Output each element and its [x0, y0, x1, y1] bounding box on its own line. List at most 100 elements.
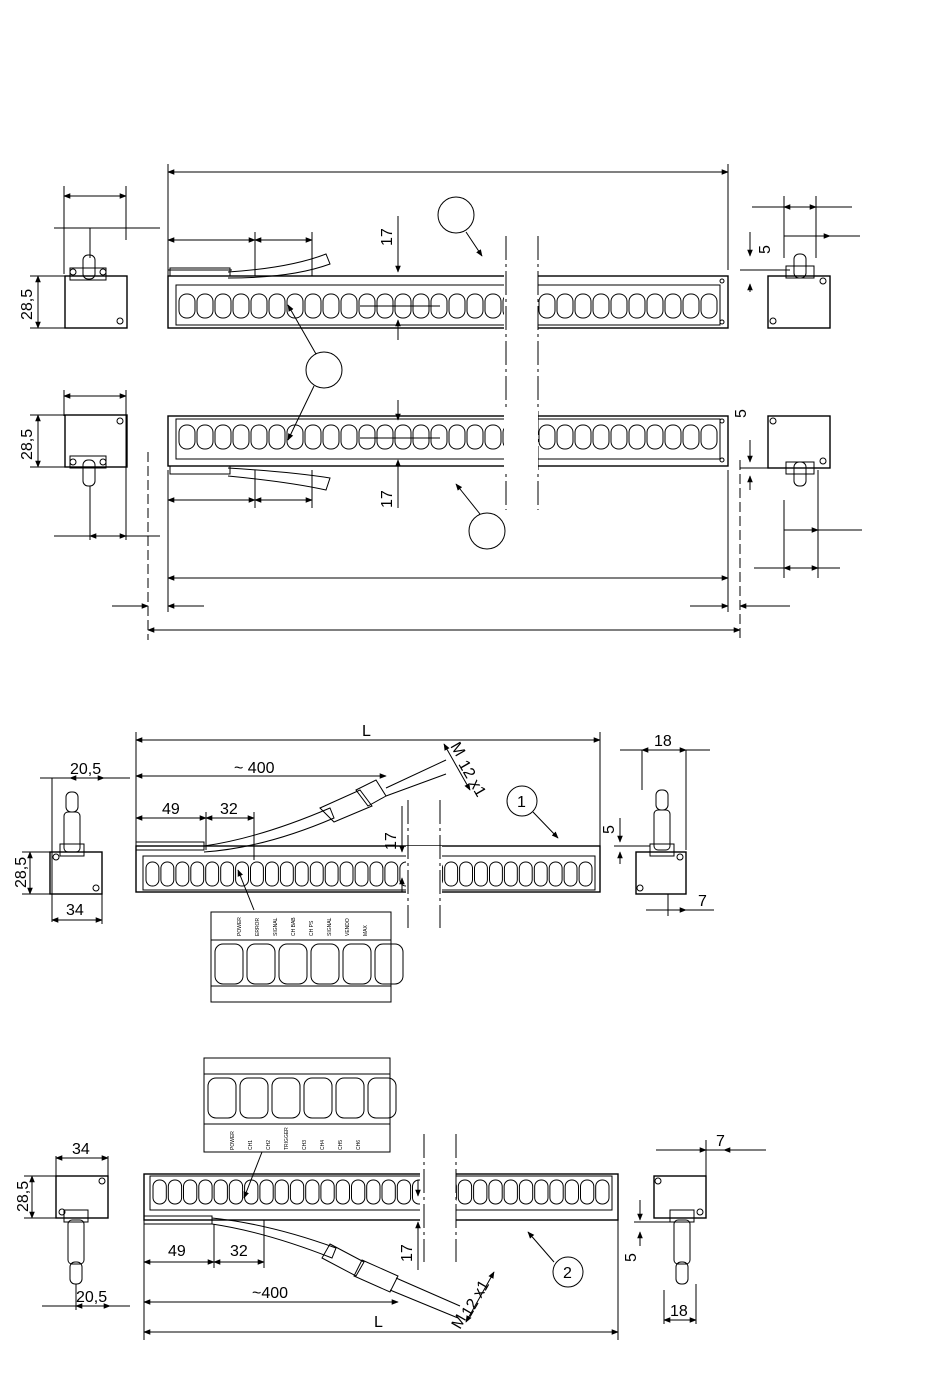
- led-lens: [275, 1180, 288, 1204]
- led-lens: [474, 1180, 487, 1204]
- end-cap-right-3: 7 5 18: [623, 1133, 766, 1324]
- dim-28-5-bottom: 28,5: [19, 429, 36, 460]
- dim-7-2: 7: [698, 893, 707, 910]
- dim-cable-thread-3: 12 x1: [459, 1278, 493, 1320]
- detail-label: ERROR: [255, 918, 261, 936]
- dim-7-3: 7: [716, 1133, 725, 1150]
- led-lens: [161, 862, 174, 886]
- detail-label: CH1: [248, 1140, 254, 1150]
- dim-28-5-top: 28,5: [19, 289, 36, 320]
- led-lens: [489, 1180, 502, 1204]
- led-lens: [336, 1180, 349, 1204]
- dim-17-bottom: 17: [379, 490, 396, 508]
- led-lens: [215, 294, 231, 318]
- led-lens: [367, 1180, 380, 1204]
- led-lens: [449, 425, 465, 449]
- led-lens: [377, 425, 393, 449]
- led-lens: [341, 425, 357, 449]
- dim-17-3: 17: [399, 1244, 416, 1262]
- led-lens: [475, 862, 488, 886]
- led-lens: [449, 294, 465, 318]
- dim-5-2: 5: [601, 825, 618, 834]
- led-lens-detail: [208, 1078, 236, 1118]
- led-lens: [593, 425, 609, 449]
- led-lens: [557, 294, 573, 318]
- led-lens: [287, 294, 303, 318]
- led-lens: [647, 425, 663, 449]
- section-2: L ~ 400 49 32: [13, 723, 714, 1002]
- led-lens: [310, 862, 323, 886]
- led-lens: [269, 294, 285, 318]
- led-lens: [355, 862, 368, 886]
- led-lens: [206, 862, 219, 886]
- led-lens-detail: [304, 1078, 332, 1118]
- end-cap-left-top: 28,5: [19, 186, 160, 328]
- end-cap-right-2: 18 5 7: [601, 733, 714, 916]
- detail-label: CH6: [356, 1140, 362, 1150]
- led-lens: [184, 1180, 197, 1204]
- led-lens: [575, 425, 591, 449]
- detail-label: SIGNAL: [273, 917, 279, 936]
- led-lens: [575, 294, 591, 318]
- led-lens: [397, 1180, 410, 1204]
- led-lens: [581, 1180, 594, 1204]
- led-lens: [260, 1180, 273, 1204]
- led-lens: [191, 862, 204, 886]
- led-lens: [458, 1180, 471, 1204]
- led-lens: [251, 862, 264, 886]
- led-lens: [382, 1180, 395, 1204]
- led-lens: [549, 862, 562, 886]
- led-lens: [359, 425, 375, 449]
- dim-28-5-2: 28,5: [13, 857, 30, 888]
- led-lens: [306, 1180, 319, 1204]
- led-lens-detail: [336, 1078, 364, 1118]
- dim-400-2: ~ 400: [234, 760, 275, 777]
- led-lens: [146, 862, 159, 886]
- dim-34-2: 34: [66, 902, 84, 919]
- led-lens: [233, 425, 249, 449]
- dim-cable-thread-2: 12 x1: [455, 758, 489, 800]
- detail-label: SIGNAL: [327, 917, 333, 936]
- led-lens: [305, 425, 321, 449]
- led-lens: [485, 294, 501, 318]
- led-lens: [197, 425, 213, 449]
- dim-L-2: L: [362, 723, 371, 740]
- led-lens: [519, 862, 532, 886]
- led-lens: [504, 862, 517, 886]
- led-lens: [490, 862, 503, 886]
- led-lens: [445, 862, 458, 886]
- led-lens: [611, 425, 627, 449]
- led-lens: [579, 862, 592, 886]
- dim-20-5-3: 20,5: [76, 1289, 107, 1306]
- dim-17-top: 17: [379, 228, 396, 246]
- led-lens: [214, 1180, 227, 1204]
- led-lens: [280, 862, 293, 886]
- led-lens-detail: [311, 944, 339, 984]
- led-lens-detail: [240, 1078, 268, 1118]
- dim-400-3: ~400: [252, 1285, 288, 1302]
- led-lens: [168, 1180, 181, 1204]
- dim-32-3: 32: [230, 1243, 248, 1260]
- callout-2-label: 2: [563, 1265, 572, 1282]
- led-lens: [467, 294, 483, 318]
- detail-label: VENDO: [345, 918, 351, 936]
- led-lens: [504, 1180, 517, 1204]
- led-lens-detail: [375, 944, 403, 984]
- led-lens: [323, 425, 339, 449]
- led-lens: [295, 862, 308, 886]
- detail-label: CH4: [320, 1140, 326, 1150]
- led-lens: [665, 294, 681, 318]
- led-lens: [197, 294, 213, 318]
- led-lens: [325, 862, 338, 886]
- end-cap-left-2: 20,5 28,5 34: [13, 761, 130, 924]
- led-lens: [251, 294, 267, 318]
- led-lens: [370, 862, 383, 886]
- led-lens: [467, 425, 483, 449]
- led-lens: [683, 425, 699, 449]
- dim-17-2: 17: [383, 832, 400, 850]
- led-lens-detail: [272, 1078, 300, 1118]
- led-lens: [611, 294, 627, 318]
- led-lens: [519, 1180, 532, 1204]
